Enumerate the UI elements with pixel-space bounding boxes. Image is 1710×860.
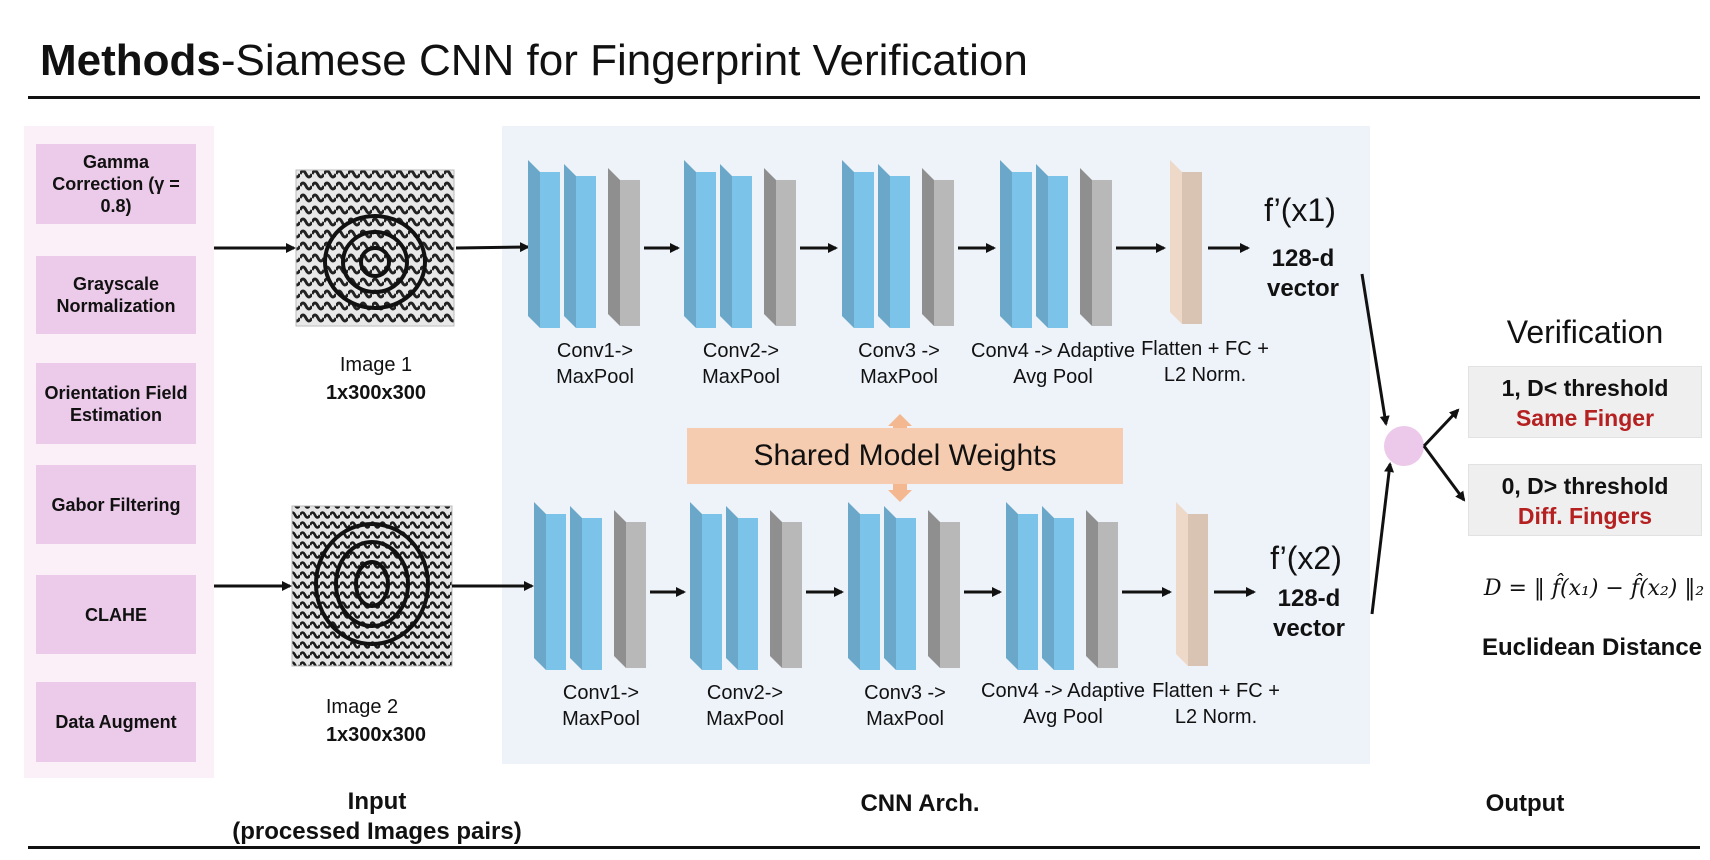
prep-data-augment: Data Augment [36,682,196,762]
result-same-box: 1, D< threshold Same Finger [1468,366,1702,438]
image2-size: 1x300x300 [325,724,427,746]
pool-block-2-bottom [770,510,802,668]
label-conv2-top: Conv2-> MaxPool [702,340,780,388]
conv-block-1b-top [564,164,596,328]
verification-title: Verification [1506,314,1664,350]
conv-block-2a-top [684,160,716,328]
conv-block-3a-bottom [848,502,880,670]
conv-block-3b-top [878,164,910,328]
top-rule [28,96,1700,99]
fingerprint-image-2 [291,505,453,667]
label-conv1-top: Conv1-> MaxPool [556,340,634,388]
label-conv4-top: Conv4 -> Adaptive Avg Pool [971,340,1135,388]
fx1-label: f’(x1) [1264,192,1336,228]
image2-name: Image 2 [325,696,399,718]
image1-name: Image 1 [339,354,413,376]
conv-block-2b-top [720,164,752,328]
conv-block-2a-bottom [690,502,722,670]
conv-block-3b-bottom [884,506,916,670]
image1-size: 1x300x300 [325,382,427,404]
preprocessing-panel [24,126,214,778]
fx2-vector: 128-d vector [1272,585,1346,642]
title-bold: Methods [40,36,221,85]
conv-block-3a-top [842,160,874,328]
label-conv4-bottom: Conv4 -> Adaptive Avg Pool [981,680,1145,728]
label-fc-bottom: Flatten + FC + L2 Norm. [1152,680,1280,728]
pool-block-1-bottom [614,510,646,668]
distance-formula: D = ‖ f̂(x₁) − f̂(x₂) ‖₂ [1483,576,1705,601]
distance-caption: Euclidean Distance [1481,634,1703,661]
prep-orientation-field: Orientation Field Estimation [36,363,196,444]
result-diff-box: 0, D> threshold Diff. Fingers [1468,464,1702,536]
pool-block-3-top [922,168,954,326]
section-output: Output [1485,790,1565,817]
fx1-vector: 128-d vector [1266,245,1340,302]
label-conv2-bottom: Conv2-> MaxPool [706,682,784,730]
fc-block-bottom [1176,502,1208,666]
pool-block-4-bottom [1086,510,1118,668]
conv-block-4a-top [1000,160,1032,328]
page-title: Methods-Siamese CNN for Fingerprint Veri… [40,36,1028,86]
pool-block-3-bottom [928,510,960,668]
arrow-to-diff [1422,445,1466,502]
label-conv3-bottom: Conv3 -> MaxPool [864,682,946,730]
prep-clahe: CLAHE [36,575,196,654]
result-same-label: Same Finger [1515,405,1655,431]
prep-grayscale-normalization: Grayscale Normalization [36,256,196,334]
prep-gabor-filtering: Gabor Filtering [36,465,196,544]
arrow-fx2-to-distance [1370,462,1395,615]
conv-block-1a-bottom [534,502,566,670]
title-rest: -Siamese CNN for Fingerprint Verificatio… [220,36,1028,85]
fc-block-top [1170,160,1202,324]
pool-block-2-top [764,168,796,326]
arrow-fx1-to-distance [1360,273,1390,426]
result-same-line: 1, D< threshold [1501,375,1669,401]
pool-block-4-top [1080,168,1112,326]
shared-weights-label: Shared Model Weights [687,428,1123,484]
conv-block-4b-bottom [1042,506,1074,670]
conv-block-4a-bottom [1006,502,1038,670]
conv-block-1b-bottom [570,506,602,670]
section-cnn: CNN Arch. [860,790,980,817]
section-input-sub: (processed Images pairs) [232,818,522,845]
label-fc-top: Flatten + FC + L2 Norm. [1141,338,1269,386]
conv-block-4b-top [1036,164,1068,328]
label-conv1-bottom: Conv1-> MaxPool [562,682,640,730]
distance-node [1384,426,1424,466]
conv-block-2b-bottom [726,506,758,670]
section-input: Input [347,788,407,815]
bottom-rule [28,846,1700,849]
prep-gamma-correction: Gamma Correction (γ = 0.8) [36,144,196,224]
conv-block-1a-top [528,160,560,328]
fingerprint-image-1 [295,169,455,327]
cnn-layer-blocks [528,160,1256,670]
result-diff-line: 0, D> threshold [1501,473,1669,499]
fx2-label: f’(x2) [1270,540,1342,576]
label-conv3-top: Conv3 -> MaxPool [858,340,940,388]
pool-block-1-top [608,168,640,326]
arrow-to-same [1422,408,1460,448]
result-diff-label: Diff. Fingers [1517,503,1653,529]
arrow-image1-to-cnn [455,242,530,253]
